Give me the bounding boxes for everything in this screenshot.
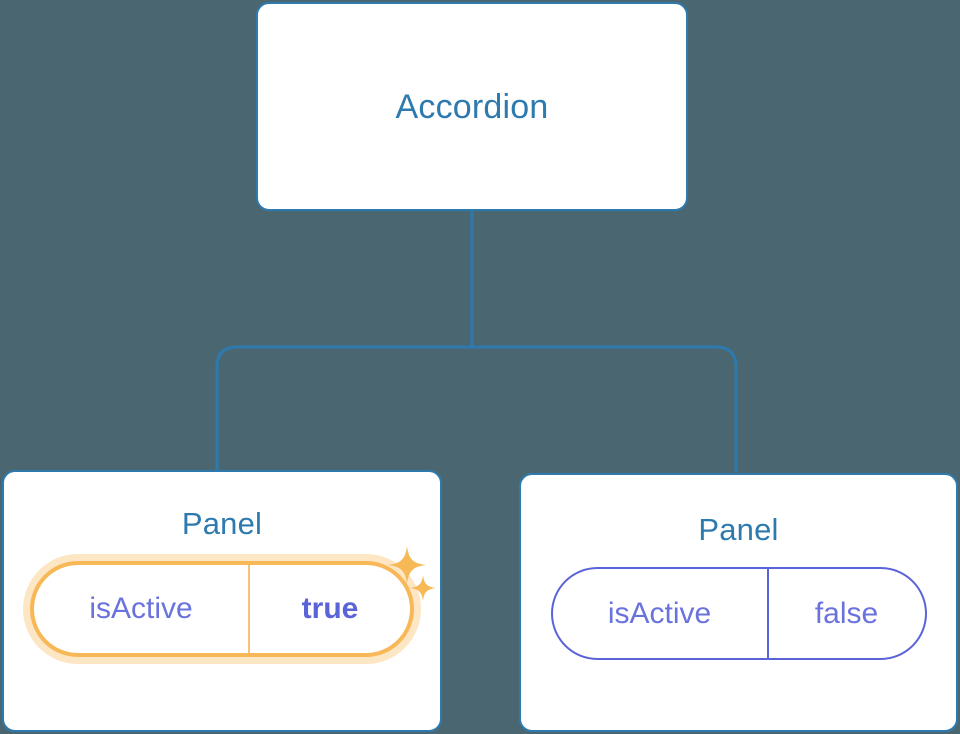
node-panel-right[interactable]: Panel isActive false [519, 473, 958, 732]
connector-branch-right [472, 345, 738, 472]
prop-pill-wrapper-left: isActive true [30, 561, 414, 657]
connector-branch-left [215, 345, 472, 472]
prop-pill-is-active-false[interactable]: isActive false [550, 567, 927, 660]
prop-pill-is-active-true[interactable]: isActive true [30, 561, 414, 657]
node-panel-left-title: Panel [181, 506, 263, 541]
prop-key-label: isActive [553, 569, 769, 658]
prop-value-label: true [301, 592, 359, 625]
prop-pill-wrapper-right: isActive false [550, 567, 927, 660]
node-accordion[interactable]: Accordion [256, 2, 688, 211]
node-panel-right-title: Panel [698, 512, 779, 547]
node-accordion-title: Accordion [395, 87, 549, 126]
node-panel-left[interactable]: Panel isActive true [2, 470, 442, 732]
prop-key-label: isActive [34, 565, 250, 653]
prop-value-label: false [814, 596, 879, 630]
